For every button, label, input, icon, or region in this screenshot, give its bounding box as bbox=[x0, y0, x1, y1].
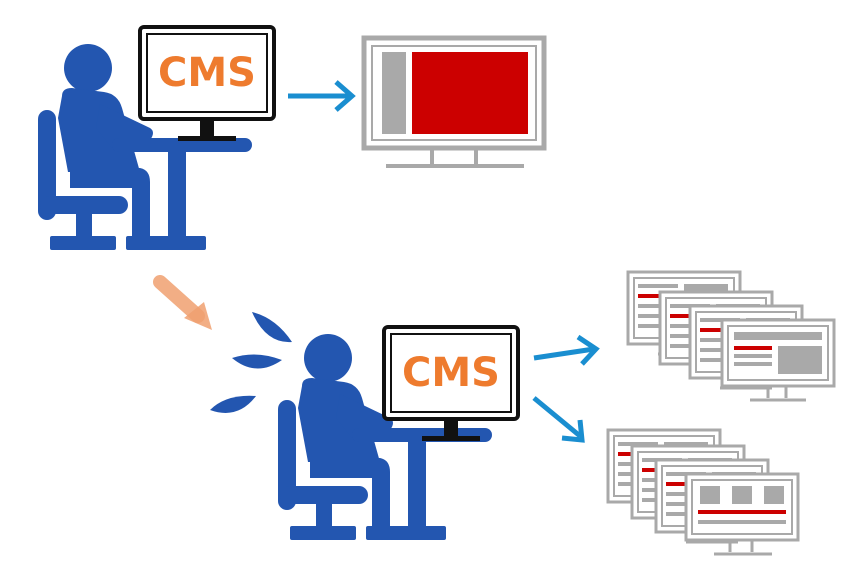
cms-monitor-icon: CMS bbox=[138, 25, 276, 141]
cms-label: CMS bbox=[402, 350, 500, 396]
published-page-monitor-icon bbox=[361, 35, 547, 168]
cms-label: CMS bbox=[158, 50, 256, 96]
sweat-drop-icon bbox=[210, 312, 292, 413]
arrow-down-right-icon bbox=[532, 396, 585, 443]
top-scene: CMS bbox=[38, 25, 547, 250]
published-pages-group-1 bbox=[626, 270, 836, 402]
bottom-scene: CMS bbox=[210, 270, 836, 556]
page-monitor-icon bbox=[684, 472, 800, 556]
page-monitor-icon bbox=[720, 318, 836, 402]
published-pages-group-2 bbox=[606, 428, 800, 556]
main-content-block bbox=[412, 52, 528, 134]
arrow-right-icon bbox=[533, 334, 600, 366]
cms-monitor-icon: CMS bbox=[382, 325, 520, 441]
transition-arrow-icon bbox=[153, 275, 212, 330]
arrow-right-icon bbox=[288, 80, 356, 112]
